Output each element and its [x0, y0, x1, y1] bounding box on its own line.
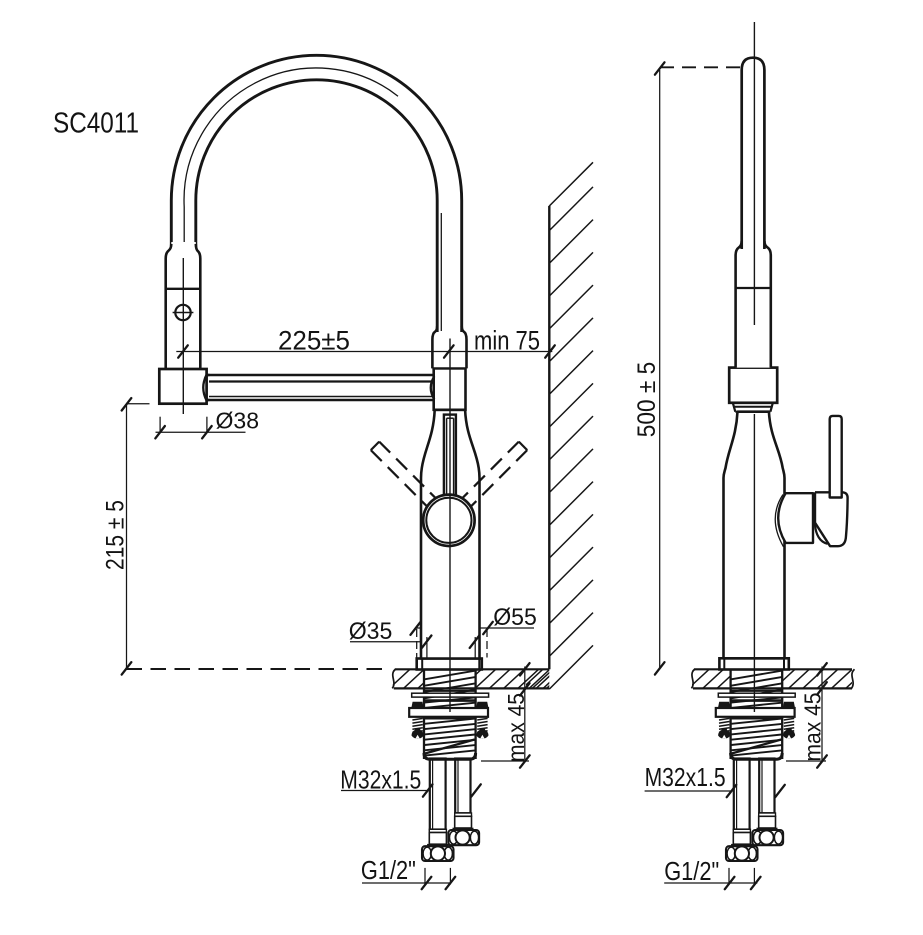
svg-text:Ø55: Ø55 — [493, 604, 537, 631]
svg-text:500 ± 5: 500 ± 5 — [633, 362, 661, 437]
svg-text:215 ± 5: 215 ± 5 — [102, 500, 130, 570]
svg-text:M32x1.5: M32x1.5 — [645, 762, 726, 792]
svg-text:225±5: 225±5 — [278, 326, 350, 356]
svg-text:max 45: max 45 — [799, 693, 825, 762]
svg-text:min 75: min 75 — [474, 326, 540, 356]
svg-text:SC4011: SC4011 — [53, 108, 139, 140]
svg-text:Ø38: Ø38 — [216, 408, 260, 434]
svg-text:G1/2": G1/2" — [664, 856, 719, 886]
svg-text:G1/2": G1/2" — [361, 855, 416, 885]
svg-text:M32x1.5: M32x1.5 — [340, 765, 421, 795]
svg-text:Ø35: Ø35 — [349, 618, 393, 645]
svg-text:max 45: max 45 — [503, 693, 529, 762]
